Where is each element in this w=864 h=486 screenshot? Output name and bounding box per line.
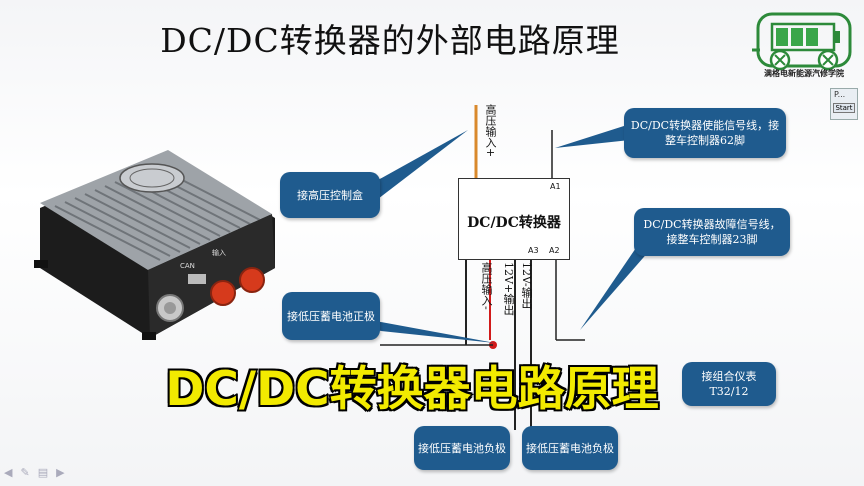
- converter-label: DC/DC转换器: [467, 215, 561, 231]
- pin-a1-label: A1: [550, 182, 561, 191]
- hv-plus-label: 高压输入+: [484, 104, 497, 158]
- video-subtitle: DC/DC转换器电路原理: [164, 361, 660, 419]
- callout-lv-battery-plus: 接低压蓄电池正极: [282, 292, 380, 340]
- device-port-label: 输入: [212, 249, 226, 257]
- out-12v-minus-label: 12V-输出: [520, 262, 533, 309]
- device-can-label: CAN: [180, 262, 195, 270]
- pen-icon[interactable]: ✎: [20, 466, 30, 479]
- callout-enable-signal: DC/DC转换器使能信号线，接整车控制器62脚: [624, 108, 786, 158]
- player-label: P...: [834, 90, 846, 99]
- start-button[interactable]: Start: [833, 103, 855, 113]
- callout-fault-signal: DC/DC转换器故障信号线，接整车控制器23脚: [634, 208, 790, 256]
- converter-box: [458, 178, 570, 260]
- slideshow-toolbar: ◀ ✎ ▤ ▶: [4, 466, 65, 482]
- callout-lv-battery-minus-2: 接低压蓄电池负极: [522, 426, 618, 470]
- out-12v-plus-label: 12V+输出: [502, 262, 515, 316]
- slide-title: DC/DC转换器的外部电路原理: [160, 21, 620, 60]
- callout-hv-box: 接高压控制盒: [280, 172, 380, 218]
- logo-text: 满格电新能源汽修学院: [764, 68, 844, 78]
- logo-icon: [752, 12, 852, 71]
- hv-minus-label: 高压输入-: [480, 262, 493, 310]
- callout-lv-battery-minus-1: 接低压蓄电池负极: [414, 426, 510, 470]
- pin-a3-label: A3: [528, 246, 539, 255]
- mini-player-widget[interactable]: P... Start: [830, 88, 858, 120]
- slides-icon[interactable]: ▤: [37, 466, 49, 479]
- pin-a2-label: A2: [549, 246, 560, 255]
- next-icon[interactable]: ▶: [56, 466, 65, 479]
- prev-icon[interactable]: ◀: [4, 466, 13, 479]
- dcdc-converter-image: [34, 150, 275, 340]
- callout-cluster: 接组合仪表T32/12: [682, 362, 776, 406]
